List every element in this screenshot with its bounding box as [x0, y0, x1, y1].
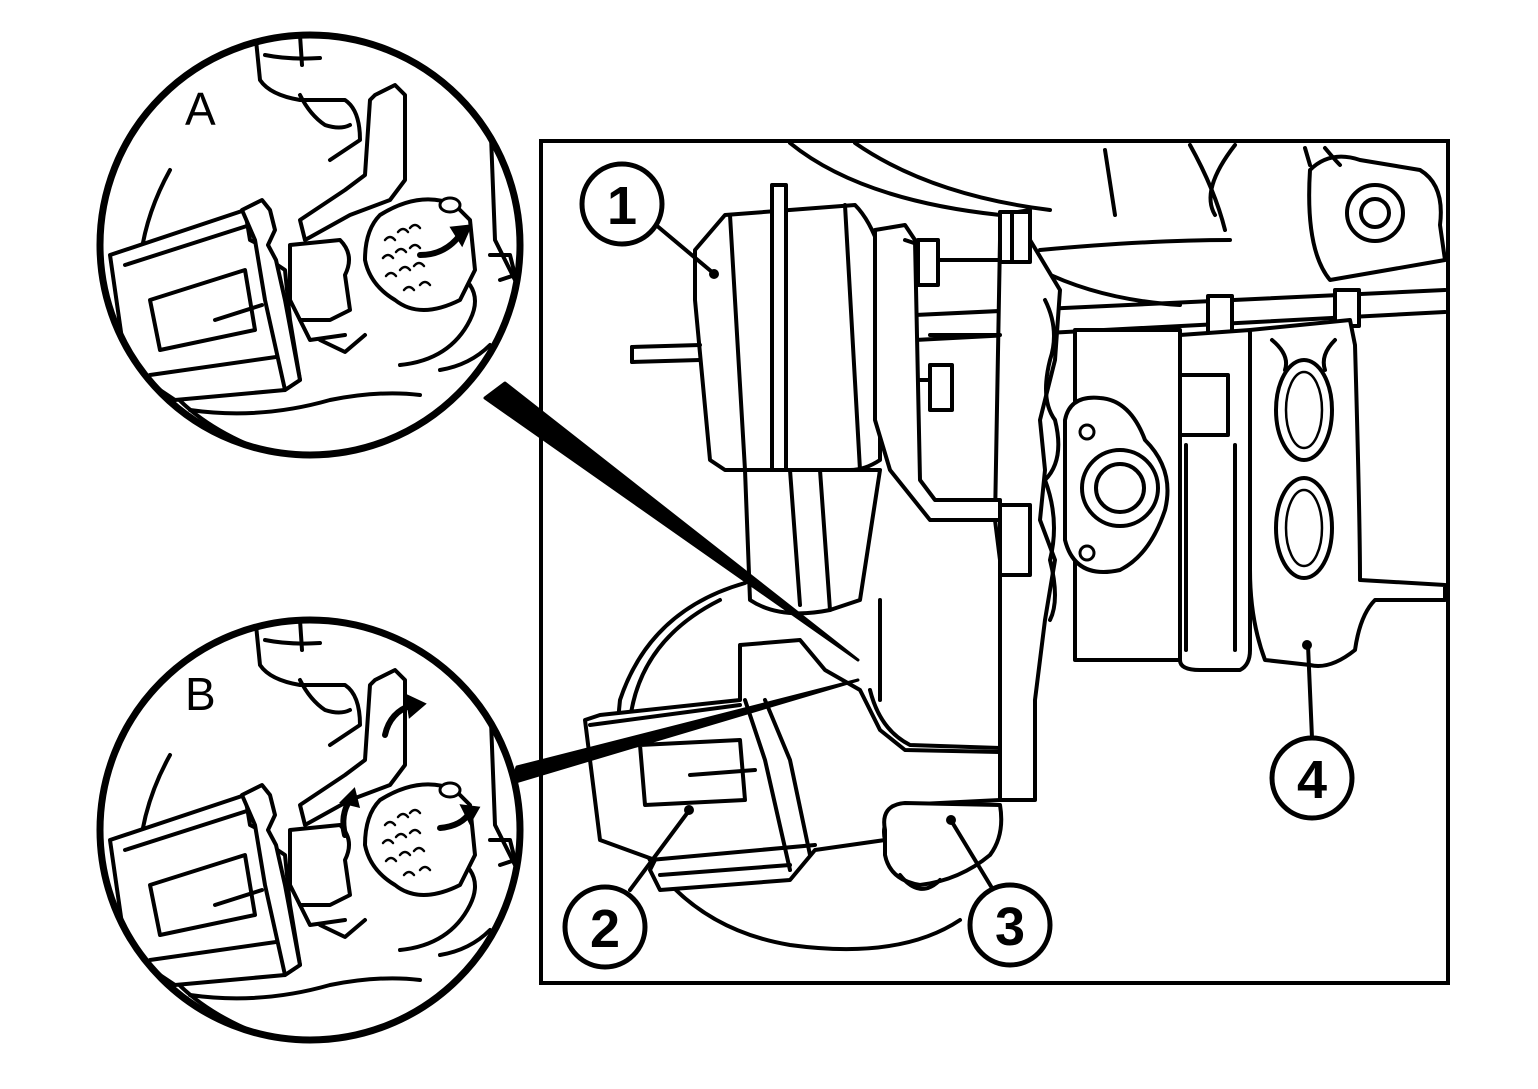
callout-4-leader	[1306, 643, 1314, 740]
main-view	[539, 139, 1450, 985]
inset-b-label: B	[185, 668, 216, 720]
callout-3-number: 3	[995, 897, 1025, 957]
callouts: 1 2 3 4	[562, 161, 1355, 970]
callout-2-number: 2	[590, 899, 620, 959]
callout-4-circle	[1269, 735, 1355, 821]
callout-1-leader	[648, 218, 714, 274]
inset-a-border	[96, 31, 524, 459]
callout-3-leader	[950, 820, 994, 890]
callout-4-number: 4	[1297, 750, 1327, 810]
callout-2-circle	[562, 884, 648, 970]
inset-b-border	[96, 616, 524, 1044]
callout-2-leader	[628, 810, 690, 892]
pointer-to-inset-a	[483, 381, 860, 662]
inset-a: A	[96, 31, 524, 459]
inset-a-label: A	[185, 83, 216, 135]
inset-b: B	[96, 616, 524, 1044]
callout-1-circle	[579, 161, 665, 247]
callout-3-circle	[967, 882, 1053, 968]
callout-1-number: 1	[607, 176, 637, 236]
